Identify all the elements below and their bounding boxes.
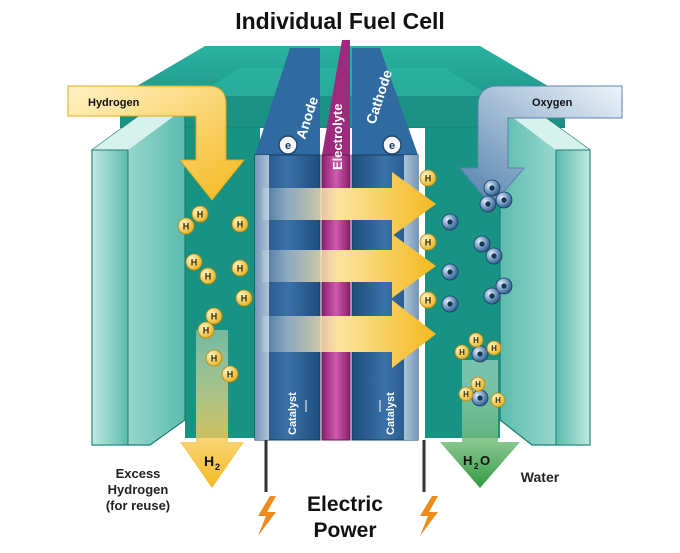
oxygen-atom-icon	[473, 235, 491, 253]
oxygen-atom-icon	[483, 287, 501, 305]
hydrogen-atom-icon: H	[470, 376, 486, 392]
svg-text:H: H	[227, 370, 234, 380]
svg-text:H: H	[203, 326, 210, 336]
hydrogen-inlet-arrow	[67, 85, 246, 201]
svg-text:H: H	[425, 296, 432, 306]
oxygen-atom-icon	[483, 179, 501, 197]
oxygen-atom-icon	[441, 263, 459, 281]
diagram-title: Individual Fuel Cell	[235, 8, 445, 34]
svg-text:H: H	[475, 380, 481, 389]
proton-flow-arrows	[262, 172, 436, 368]
hydrogen-label: Hydrogen	[88, 97, 140, 109]
hydrogen-atom-icon: H	[231, 215, 249, 233]
svg-text:H: H	[183, 222, 190, 232]
catalyst-label-cathode: Catalyst	[385, 392, 397, 435]
svg-text:H: H	[425, 174, 432, 184]
oxygen-atom-icon	[471, 389, 489, 407]
hydrogen-atom-icon: H	[454, 344, 470, 360]
hydrogen-atom-icon: H	[197, 321, 215, 339]
electron-icon: e	[382, 135, 402, 155]
h2-outlet-label: H	[204, 453, 214, 469]
h2-outlet-subscript: 2	[215, 462, 220, 472]
hydrogen-atom-icon: H	[486, 340, 502, 356]
catalyst-label-anode: Catalyst	[287, 392, 299, 435]
oxygen-atom-icon	[495, 277, 513, 295]
h2o-outlet-h: H	[463, 453, 472, 468]
electron-symbol-right: e	[389, 140, 395, 152]
hydrogen-atom-icon: H	[221, 365, 239, 383]
oxygen-atom-icon	[479, 195, 497, 213]
oxygen-atom-icon	[471, 345, 489, 363]
svg-text:H: H	[463, 390, 469, 399]
excess-hydrogen-label-line2: Hydrogen	[108, 482, 169, 497]
oxygen-atom-icon	[485, 247, 503, 265]
oxygen-atom-icon	[441, 213, 459, 231]
hydrogen-atom-icon: H	[199, 267, 217, 285]
hydrogen-atom-icon: H	[419, 291, 437, 309]
oxygen-atom-icon	[441, 295, 459, 313]
hydrogen-atom-icon: H	[490, 392, 506, 408]
excess-hydrogen-label-line1: Excess	[116, 466, 161, 481]
oxygen-atom-icon	[495, 191, 513, 209]
water-label: Water	[521, 469, 560, 485]
svg-text:H: H	[491, 344, 497, 353]
hydrogen-atom-icon: H	[205, 349, 223, 367]
hydrogen-atom-icon: H	[231, 259, 249, 277]
svg-text:H: H	[425, 238, 432, 248]
electrolyte-label: Electrolyte	[330, 104, 345, 170]
electric-power-label-line1: Electric	[307, 493, 383, 516]
svg-text:H: H	[205, 272, 212, 282]
svg-text:H: H	[241, 294, 248, 304]
hydrogen-atom-icon: H	[458, 386, 474, 402]
anode-flow-chamber	[91, 107, 260, 446]
oxygen-inlet-arrow	[458, 85, 623, 207]
hydrogen-atom-icon: H	[419, 233, 437, 251]
electron-icon: e	[278, 135, 298, 155]
oxygen-label: Oxygen	[532, 97, 573, 109]
svg-text:H: H	[459, 348, 465, 357]
svg-text:H: H	[237, 220, 244, 230]
svg-text:H: H	[473, 336, 479, 345]
electron-symbol-left: e	[285, 140, 291, 152]
svg-text:H: H	[211, 354, 218, 364]
hydrogen-atom-icon: H	[468, 332, 484, 348]
svg-text:H: H	[495, 396, 501, 405]
svg-text:H: H	[197, 210, 204, 220]
water-outlet-arrow	[440, 360, 520, 488]
lightning-bolt-icon	[258, 496, 276, 536]
lightning-bolt-icon	[420, 496, 438, 536]
h2o-outlet-subscript: 2	[474, 462, 479, 471]
hydrogen-atom-icon: H	[235, 289, 253, 307]
h2o-outlet-o: O	[480, 453, 490, 468]
svg-text:H: H	[191, 258, 198, 268]
svg-text:H: H	[211, 312, 218, 322]
excess-hydrogen-label-line3: (for reuse)	[106, 498, 170, 513]
hydrogen-atom-icon: H	[191, 205, 209, 223]
hydrogen-atom-icon: H	[419, 169, 437, 187]
hydrogen-atom-icon: H	[177, 217, 195, 235]
hydrogen-atom-icon: H	[185, 253, 203, 271]
svg-text:H: H	[237, 264, 244, 274]
hydrogen-atom-icon: H	[205, 307, 223, 325]
electric-power-label-line2: Power	[313, 519, 376, 542]
